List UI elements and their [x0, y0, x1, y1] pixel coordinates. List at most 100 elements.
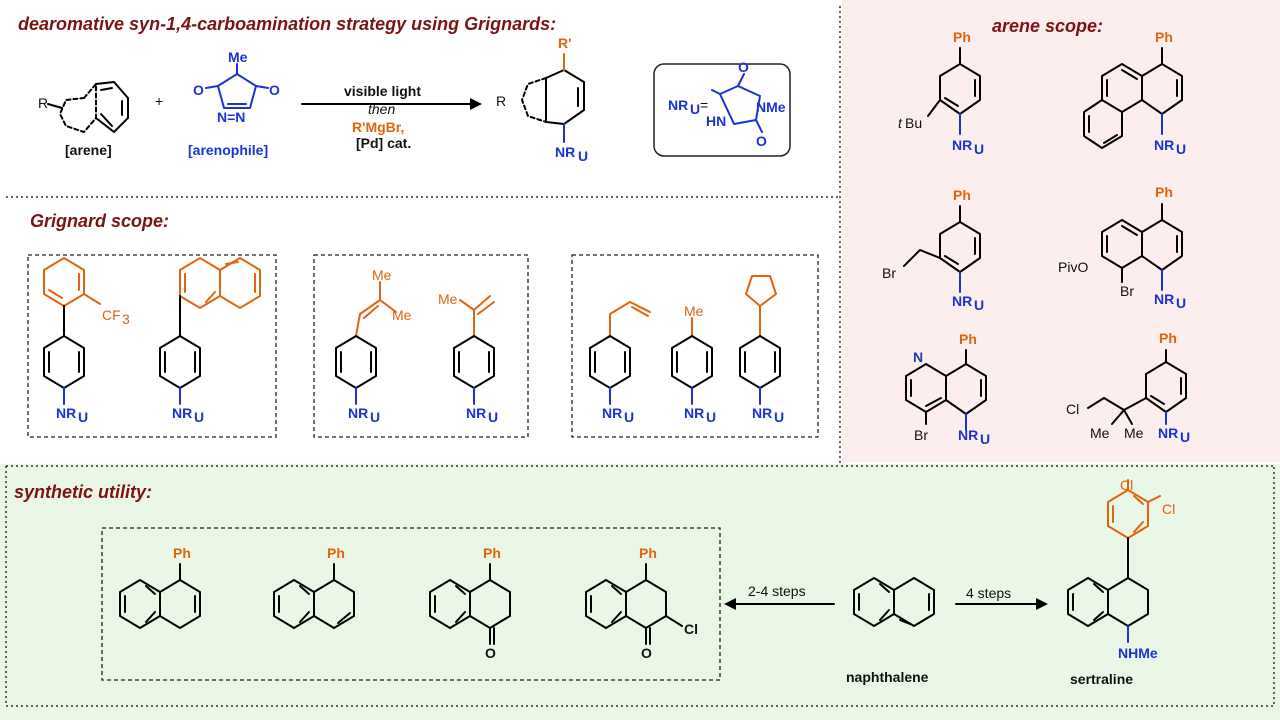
utility-product-2: Ph: [273, 545, 355, 629]
svg-text:NMe: NMe: [756, 99, 786, 115]
svg-text:Me: Me: [372, 267, 392, 283]
svg-text:U: U: [624, 409, 634, 425]
svg-text:Br: Br: [882, 265, 896, 281]
grignard-item-allyl: NR U: [589, 301, 651, 425]
svg-text:U: U: [1176, 295, 1186, 311]
product-structure: R' NR U R: [496, 35, 588, 164]
arene-scope-item-5: N Ph Br NR U: [905, 331, 990, 447]
svg-text:NR: NR: [1154, 137, 1174, 153]
plus-sign: +: [155, 93, 163, 109]
svg-text:U: U: [578, 148, 588, 164]
naphthalene-structure: naphthalene: [846, 577, 935, 685]
svg-text:U: U: [488, 409, 498, 425]
svg-text:U: U: [1176, 141, 1186, 157]
svg-text:NR: NR: [668, 97, 688, 113]
svg-text:N: N: [913, 349, 923, 365]
svg-text:O: O: [485, 645, 496, 661]
sertraline-structure: Cl Cl NHMe sertraline: [1067, 477, 1175, 687]
svg-text:U: U: [1180, 429, 1190, 445]
svg-text:2-4 steps: 2-4 steps: [748, 583, 806, 599]
svg-text:Me: Me: [438, 291, 458, 307]
svg-text:3: 3: [122, 311, 130, 327]
arene-structure: R [arene]: [38, 81, 129, 158]
utility-panel: [0, 464, 1280, 720]
svg-text:R': R': [558, 35, 571, 51]
svg-text:NR: NR: [752, 405, 772, 421]
svg-text:R: R: [38, 95, 48, 111]
sertraline-label: sertraline: [1070, 671, 1133, 687]
arenophile-structure: Me O O N=N [arenophile]: [188, 49, 280, 158]
svg-text:U: U: [194, 409, 204, 425]
utility-product-4: Ph O Cl: [585, 545, 698, 661]
svg-text:t: t: [898, 115, 903, 131]
svg-text:HN: HN: [706, 113, 726, 129]
svg-text:NR: NR: [958, 427, 978, 443]
svg-text:Me: Me: [228, 49, 248, 65]
grignard-group-alkyl: [571, 254, 819, 438]
strategy-heading: dearomative syn-1,4-carboamination strat…: [18, 14, 556, 34]
reaction-arrow: visible light then R'MgBr, [Pd] cat.: [301, 83, 482, 151]
svg-text:Ph: Ph: [483, 545, 501, 561]
svg-text:Ph: Ph: [953, 187, 971, 203]
svg-text:O: O: [269, 82, 280, 98]
svg-text:NR: NR: [466, 405, 486, 421]
svg-text:then: then: [368, 101, 395, 117]
svg-text:NR: NR: [348, 405, 368, 421]
grignard-scope-heading: Grignard scope:: [30, 211, 169, 231]
svg-text:Ph: Ph: [1155, 184, 1173, 200]
svg-text:[Pd] cat.: [Pd] cat.: [356, 135, 411, 151]
svg-text:O: O: [641, 645, 652, 661]
svg-text:NR: NR: [56, 405, 76, 421]
svg-text:O: O: [738, 59, 749, 75]
utility-arrow-right: 4 steps: [955, 585, 1048, 610]
svg-text:Ph: Ph: [959, 331, 977, 347]
svg-text:Ph: Ph: [173, 545, 191, 561]
svg-text:U: U: [774, 409, 784, 425]
grignard-item-cf3-aryl: CF 3 NR U: [43, 257, 130, 425]
svg-text:U: U: [370, 409, 380, 425]
grignard-item-prenyl: Me Me NR U: [335, 267, 412, 425]
grignard-item-cyclopentyl: NR U: [739, 275, 784, 425]
arene-scope-panel: [842, 0, 1280, 462]
arenophile-label: [arenophile]: [188, 142, 268, 158]
svg-text:NR: NR: [684, 405, 704, 421]
divider-utility: [5, 465, 1275, 707]
arene-scope-item-1: Ph t Bu NR U: [898, 29, 984, 157]
naphthalene-label: naphthalene: [846, 669, 929, 685]
utility-product-3: Ph O: [429, 545, 511, 661]
utility-arrow-left: 2-4 steps: [724, 583, 835, 610]
utility-heading: synthetic utility:: [14, 482, 152, 502]
svg-text:Me: Me: [392, 307, 412, 323]
svg-text:R'MgBr,: R'MgBr,: [352, 119, 404, 135]
svg-text:NR: NR: [952, 293, 972, 309]
svg-text:Cl: Cl: [1162, 501, 1175, 517]
svg-text:N=N: N=N: [217, 109, 245, 125]
svg-text:CF: CF: [102, 307, 121, 323]
svg-text:NR: NR: [1158, 425, 1178, 441]
grignard-group-alkenyl: [313, 254, 529, 438]
svg-text:Ph: Ph: [639, 545, 657, 561]
svg-text:=: =: [700, 97, 708, 113]
svg-text:R: R: [496, 93, 506, 109]
svg-text:U: U: [980, 431, 990, 447]
arene-scope-heading: arene scope:: [992, 16, 1103, 36]
svg-text:4 steps: 4 steps: [966, 585, 1011, 601]
svg-text:Br: Br: [914, 427, 928, 443]
grignard-item-isopropenyl: Me NR U: [438, 291, 498, 425]
utility-product-1: Ph: [119, 545, 201, 629]
svg-text:Me: Me: [1090, 425, 1110, 441]
svg-text:Cl: Cl: [1120, 477, 1133, 493]
svg-text:Ph: Ph: [1155, 29, 1173, 45]
svg-text:Cl: Cl: [684, 621, 698, 637]
nru-definition-box: NR U = O O NMe HN: [653, 59, 791, 157]
svg-text:O: O: [193, 82, 204, 98]
svg-text:Me: Me: [684, 303, 704, 319]
svg-text:U: U: [706, 409, 716, 425]
svg-text:NR: NR: [172, 405, 192, 421]
svg-text:NHMe: NHMe: [1118, 645, 1158, 661]
svg-text:Ph: Ph: [1159, 330, 1177, 346]
svg-text:U: U: [974, 141, 984, 157]
svg-text:U: U: [78, 409, 88, 425]
utility-products-box: [101, 527, 721, 681]
